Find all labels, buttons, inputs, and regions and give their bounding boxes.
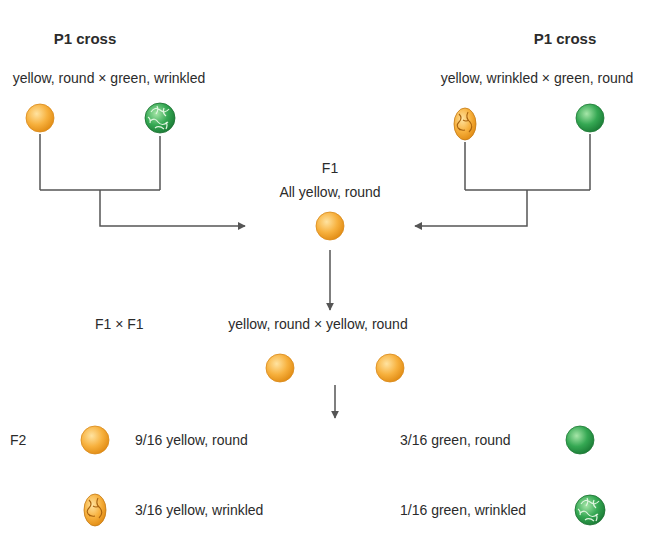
text-group: F2 9/16 yellow, round 3/16 yellow, wrinkle… xyxy=(10,418,635,535)
phenotype-label: 3/16 green, round xyxy=(400,432,511,448)
generation-label: F2 xyxy=(10,432,26,448)
phenotype-label: yellow, round × yellow, round xyxy=(228,316,407,332)
generation-label: P1 cross xyxy=(534,30,597,48)
green-wrinkled-pea xyxy=(575,495,605,525)
phenotype-label: yellow, wrinkled × green, round xyxy=(441,70,634,86)
green-wrinkled-pea xyxy=(145,103,175,133)
phenotype-label: 3/16 yellow, wrinkled xyxy=(135,502,263,518)
cross-arrow xyxy=(334,385,336,418)
text-group: P1 cross yellow, wrinkled × green, round xyxy=(430,28,642,190)
yellow-round-pea xyxy=(316,212,344,240)
yellow-round-pea xyxy=(81,426,109,454)
cross-arrow xyxy=(100,190,245,226)
yellow-round-pea xyxy=(376,354,404,382)
phenotype-label: 9/16 yellow, round xyxy=(135,432,248,448)
text-group: F1 × F1 yellow, round × yellow, round xyxy=(95,310,420,385)
generation-label: P1 cross xyxy=(54,30,117,48)
phenotype-label: 1/16 green, wrinkled xyxy=(400,502,526,518)
green-round-pea xyxy=(566,426,594,454)
phenotype-label: All yellow, round xyxy=(279,184,380,200)
phenotype-label: yellow, round × green, wrinkled xyxy=(13,70,206,86)
green-round-pea xyxy=(576,104,604,132)
generation-label: F1 × F1 xyxy=(95,316,144,332)
cross-arrow xyxy=(415,190,527,226)
yellow-round-pea xyxy=(266,354,294,382)
text-group: P1 cross yellow, round × green, wrinkled xyxy=(4,28,214,190)
bracket-lines xyxy=(40,134,590,190)
generation-label: F1 xyxy=(322,160,338,176)
yellow-wrinkled-pea xyxy=(454,108,476,140)
cross-arrow xyxy=(329,250,331,310)
yellow-round-pea xyxy=(26,104,54,132)
yellow-wrinkled-pea xyxy=(84,494,106,526)
text-group: F1All yellow, round xyxy=(245,158,415,250)
